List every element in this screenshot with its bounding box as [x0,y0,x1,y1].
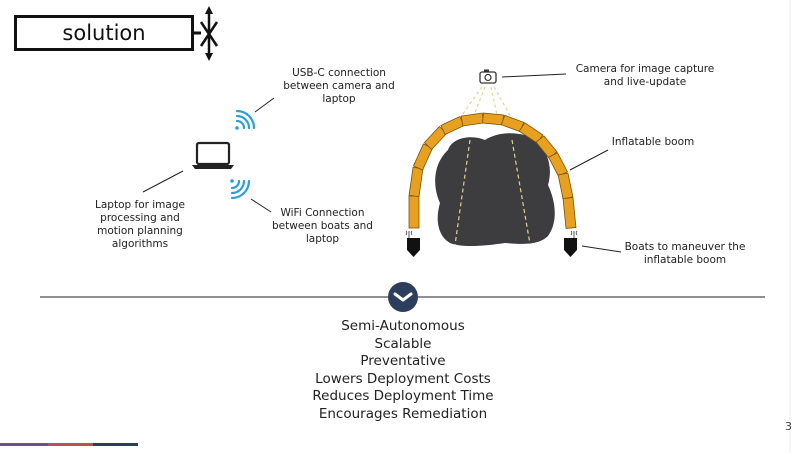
feature-item: Preventative [360,353,446,370]
feature-item: Lowers Deployment Costs [315,370,491,387]
wifi-icon-lower [230,179,251,200]
oil-slick [435,133,555,247]
title-arrow-icon [193,6,219,61]
wifi-icon [235,109,256,130]
boom-segment [460,112,485,127]
antenna-icon-right [570,230,578,238]
laptop-icon [192,141,234,169]
antenna-icon [405,230,413,238]
inflatable-boom [408,112,577,229]
page-number: 3 [785,420,792,433]
boom-label: Inflatable boom [611,136,695,148]
feature-item: Semi-Autonomous [341,318,465,334]
boat-icon-right [564,238,577,257]
boom-segment [562,197,577,229]
boom-segment [408,195,420,229]
boom-segment [482,112,504,126]
boom-segment [440,115,465,136]
slide-title: solution [14,15,194,51]
footer-bar [0,443,138,446]
feature-item: Encourages Remediation [318,405,488,422]
boom-segment [408,166,424,198]
chevron-down-icon [388,282,418,312]
boat-icon [407,238,420,257]
boom-segment [548,152,568,177]
feature-list: Semi-Autonomous Scalable Preventative Lo… [0,318,806,424]
feature-item: Scalable [374,335,432,352]
callout-lines-left [142,97,275,213]
feature-item: Reduces Deployment Time [312,388,494,405]
camera-icon [479,69,497,84]
callout-lines-right [501,73,622,253]
boom-segment [557,172,574,200]
oil-dashed-lines [454,139,531,246]
